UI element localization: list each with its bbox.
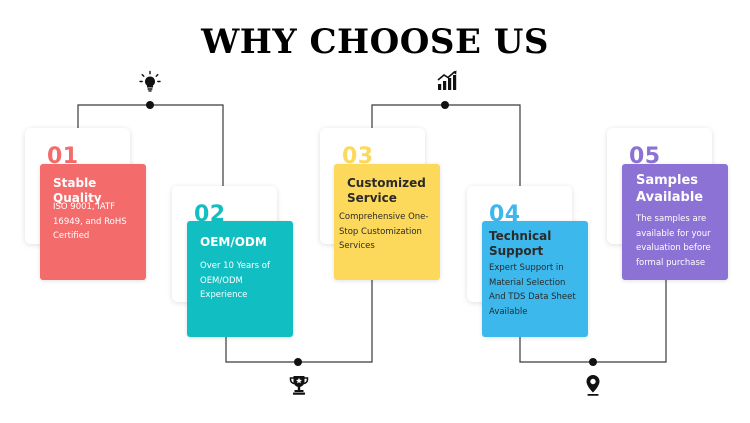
feature-card-customized-service: Customized Service Comprehensive One- St…: [334, 164, 440, 280]
card-number-03: 03: [342, 144, 374, 169]
card-description: Expert Support in Material Selection And…: [489, 263, 576, 317]
connector-dot: [441, 101, 449, 109]
connector-dot: [589, 358, 597, 366]
card-description: ISO 9001, IATF 16949, and RoHS Certified: [53, 202, 127, 241]
feature-card-stable-quality: Stable Quality ISO 9001, IATF 16949, and…: [40, 164, 146, 280]
chart-growth-icon: [437, 70, 457, 90]
connector-dot: [294, 358, 302, 366]
card-title: Samples Available: [636, 173, 704, 205]
lightbulb-icon: [139, 70, 161, 92]
card-title: Stable Quality: [53, 176, 102, 205]
connector-dot: [146, 101, 154, 109]
card-number-02: 02: [194, 202, 226, 227]
feature-card-technical-support: Technical Support Expert Support in Mate…: [482, 221, 588, 337]
feature-card-samples-available: Samples Available The samples are availa…: [622, 164, 728, 280]
trophy-icon: [289, 376, 309, 395]
card-title: OEM/ODM: [200, 235, 267, 249]
card-number-01: 01: [47, 144, 79, 169]
page-title: WHY CHOOSE US: [201, 22, 549, 62]
card-title: Customized Service: [347, 176, 426, 205]
feature-card-oem-odm: OEM/ODM Over 10 Years of OEM/ODM Experie…: [187, 221, 293, 337]
card-title: Technical Support: [489, 229, 552, 258]
card-description: Comprehensive One- Stop Customization Se…: [339, 212, 429, 251]
card-description: The samples are available for your evalu…: [636, 214, 711, 268]
card-description: Over 10 Years of OEM/ODM Experience: [200, 261, 270, 300]
location-pin-icon: [586, 375, 600, 396]
card-number-05: 05: [629, 144, 661, 169]
card-number-04: 04: [489, 202, 521, 227]
